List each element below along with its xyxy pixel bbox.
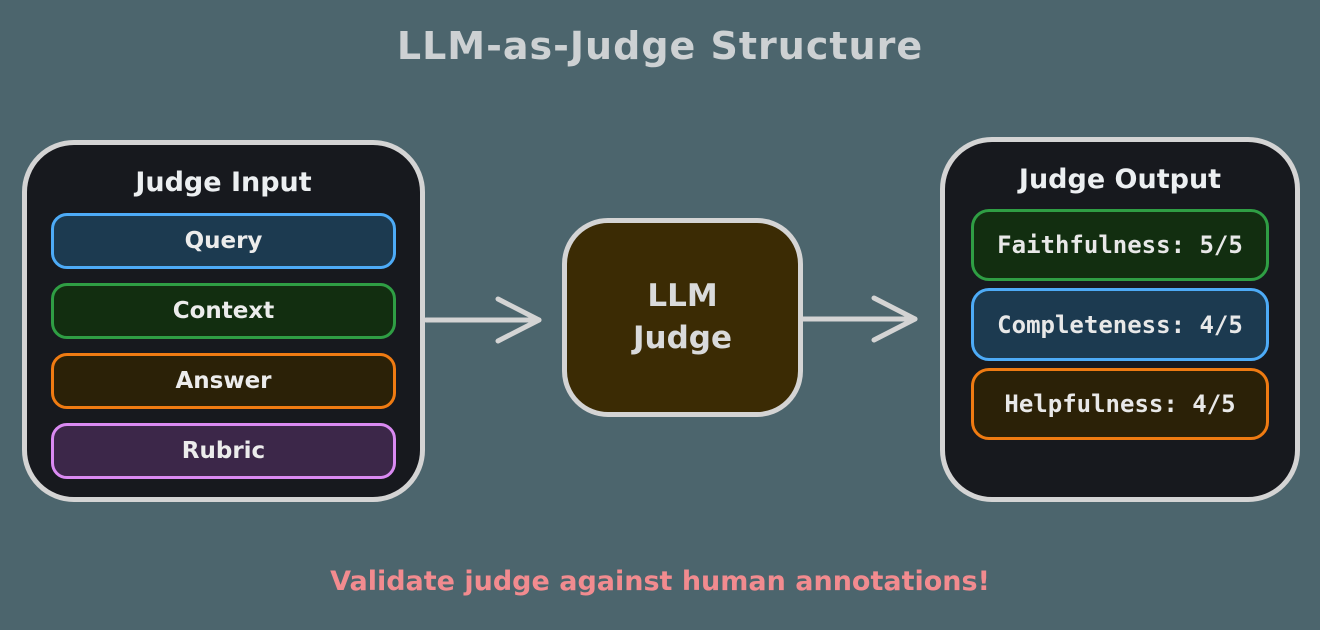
judge-input-panel: Judge Input Query Context Answer Rubric: [22, 140, 425, 502]
arrow-judge-to-output-icon: [800, 295, 918, 343]
input-item-query-label: Query: [184, 228, 263, 254]
input-item-rubric: Rubric: [51, 423, 396, 479]
llm-judge-node: LLM Judge: [562, 218, 803, 417]
output-item-faithfulness-text: Faithfulness: 5/5: [997, 231, 1243, 259]
input-item-context: Context: [51, 283, 396, 339]
arrow-input-to-judge-icon: [424, 296, 542, 344]
input-item-answer: Answer: [51, 353, 396, 409]
judge-output-panel: Judge Output Faithfulness: 5/5 Completen…: [940, 137, 1300, 502]
output-item-helpfulness: Helpfulness: 4/5: [971, 368, 1269, 440]
page-title: LLM-as-Judge Structure: [396, 24, 924, 68]
output-item-completeness-text: Completeness: 4/5: [997, 310, 1243, 339]
llm-judge-line2: Judge: [632, 319, 732, 356]
input-item-rubric-label: Rubric: [181, 438, 266, 464]
input-item-answer-label: Answer: [175, 368, 272, 394]
output-item-helpfulness-text: Helpfulness: 4/5: [1004, 390, 1236, 418]
input-item-context-label: Context: [172, 298, 275, 324]
output-item-faithfulness: Faithfulness: 5/5: [971, 209, 1269, 281]
validation-note: Validate judge against human annotations…: [330, 566, 990, 597]
llm-judge-line1: LLM: [647, 277, 718, 314]
judge-input-title: Judge Input: [135, 167, 312, 198]
input-item-query: Query: [51, 213, 396, 269]
output-item-completeness: Completeness: 4/5: [971, 288, 1269, 361]
judge-output-title: Judge Output: [1018, 164, 1222, 195]
